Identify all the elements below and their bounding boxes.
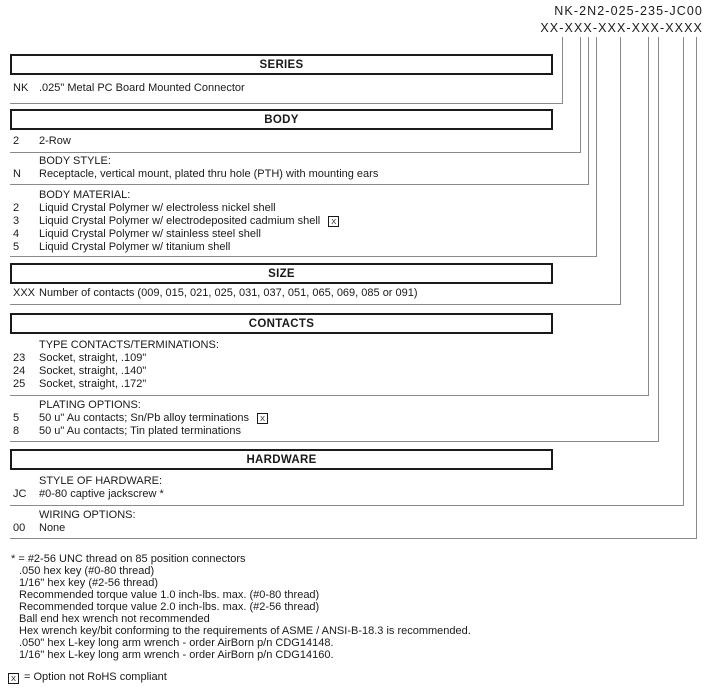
divider-body-material [10,256,597,257]
option-code: 24 [13,365,26,377]
not-rohs-icon: X [8,673,19,684]
option-desc: Socket, straight, .172" [39,378,147,390]
option-row-material-2: 2 Liquid Crystal Polymer w/ electroless n… [13,202,276,215]
part-number-mask: XX-XXX-XXX-XXX-XXXX [540,20,703,35]
option-desc: 50 u" Au contacts; Sn/Pb alloy terminati… [39,412,249,424]
option-row-body-2: 2 2-Row [13,135,71,148]
section-title: SERIES [259,58,304,71]
divider-series [10,103,563,104]
option-desc: 50 u" Au contacts; Tin plated terminatio… [39,425,242,437]
option-code: 5 [13,412,20,424]
leader-line-size [620,37,621,304]
footnote-line: .050 hex key (#0-80 thread) [19,565,155,577]
footnote-lead: * = #2-56 UNC thread on 85 position conn… [11,553,246,565]
option-desc: Liquid Crystal Polymer w/ electroless ni… [39,202,276,214]
option-desc: .025" Metal PC Board Mounted Connector [39,82,245,94]
option-desc: None [39,522,66,534]
section-header-hardware: HARDWARE [10,449,553,470]
leader-line-wiring [696,37,697,538]
option-code: 3 [13,215,20,227]
section-title: SIZE [268,267,295,280]
group-label-plating: PLATING OPTIONS: [39,399,141,411]
group-label-body-material: BODY MATERIAL: [39,189,131,201]
section-title: CONTACTS [248,317,315,330]
section-header-size: SIZE [10,263,553,284]
option-desc: Socket, straight, .109" [39,352,147,364]
option-row-contact-24: 24 Socket, straight, .140" [13,365,146,378]
option-row-plating-5: 5 50 u" Au contacts; Sn/Pb alloy terminat… [13,412,268,425]
option-desc: Liquid Crystal Polymer w/ stainless stee… [39,228,261,240]
option-desc: #0-80 captive jackscrew * [39,488,164,500]
option-code: 4 [13,228,20,240]
not-rohs-icon: X [256,413,268,424]
leader-line-body-style [588,37,589,184]
option-code: 8 [13,425,20,437]
option-desc: Liquid Crystal Polymer w/ titanium shell [39,241,231,253]
leader-line-contact-type [648,37,649,395]
footnote-line: 1/16" hex L-key long arm wrench - order … [19,649,334,661]
group-label-hardware-style: STYLE OF HARDWARE: [39,475,163,487]
legend-text: = Option not RoHS compliant [24,671,167,683]
divider-body-style [10,184,589,185]
divider-plating [10,441,659,442]
rohs-legend: X = Option not RoHS compliant [8,671,167,684]
section-header-contacts: CONTACTS [10,313,553,334]
group-label-wiring: WIRING OPTIONS: [39,509,136,521]
divider-body-rows [10,152,581,153]
divider-wiring [10,538,697,539]
option-row-plating-8: 8 50 u" Au contacts; Tin plated terminati… [13,425,241,438]
option-code: 00 [13,522,26,534]
option-row-hardware-jc: JC #0-80 captive jackscrew * [13,488,164,501]
option-row-contact-25: 25 Socket, straight, .172" [13,378,146,391]
divider-hardware-style [10,505,684,506]
footnote-line: Recommended torque value 1.0 inch-lbs. m… [19,589,320,601]
section-header-series: SERIES [10,54,553,75]
option-row-wiring-00: 00 None [13,522,65,535]
divider-size [10,304,621,305]
option-desc: Socket, straight, .140" [39,365,147,377]
footnotes: * = #2-56 UNC thread on 85 position conn… [11,553,471,661]
leader-line-body-rows [580,37,581,152]
option-desc: Receptacle, vertical mount, plated thru … [39,168,379,180]
section-title: HARDWARE [246,453,317,466]
option-code: 23 [13,352,26,364]
option-code: N [13,168,21,180]
option-row-contact-23: 23 Socket, straight, .109" [13,352,146,365]
footnote-line: Recommended torque value 2.0 inch-lbs. m… [19,601,320,613]
leader-line-body-material [596,37,597,256]
section-header-body: BODY [10,109,553,130]
footnote-line: Hex wrench key/bit conforming to the req… [19,625,471,637]
option-code: JC [13,488,27,500]
part-number-example: NK-2N2-025-235-JC00 [554,4,703,18]
group-label-contact-type: TYPE CONTACTS/TERMINATIONS: [39,339,219,351]
option-code: 2 [13,202,20,214]
option-code: XXX [13,287,36,299]
option-code: 25 [13,378,26,390]
option-row-material-5: 5 Liquid Crystal Polymer w/ titanium shel… [13,241,230,254]
leader-line-series [562,37,563,103]
footnote-line: Ball end hex wrench not recommended [19,613,210,625]
option-row-series-nk: NK .025" Metal PC Board Mounted Connector [13,82,245,95]
not-rohs-icon: X [328,216,340,227]
option-row-material-3: 3 Liquid Crystal Polymer w/ electrodeposi… [13,215,340,228]
divider-contact-type [10,395,649,396]
leader-line-hardware-style [683,37,684,505]
option-code: 5 [13,241,20,253]
option-code: 2 [13,135,20,147]
part-number: NK-2N2-025-235-JC00 XX-XXX-XXX-XXX-XXXX [540,3,703,36]
group-label-body-style: BODY STYLE: [39,155,111,167]
option-desc: Number of contacts (009, 015, 021, 025, … [39,287,418,299]
option-desc: 2-Row [39,135,71,147]
footnote-line: 1/16" hex key (#2-56 thread) [19,577,159,589]
option-desc: Liquid Crystal Polymer w/ electrodeposit… [39,215,321,227]
option-row-material-4: 4 Liquid Crystal Polymer w/ stainless ste… [13,228,261,241]
leader-line-plating [658,37,659,441]
footnote-line: .050" hex L-key long arm wrench - order … [19,637,334,649]
option-row-body-style-n: N Receptacle, vertical mount, plated thru… [13,168,378,181]
option-code: NK [13,82,29,94]
section-title: BODY [264,113,299,126]
